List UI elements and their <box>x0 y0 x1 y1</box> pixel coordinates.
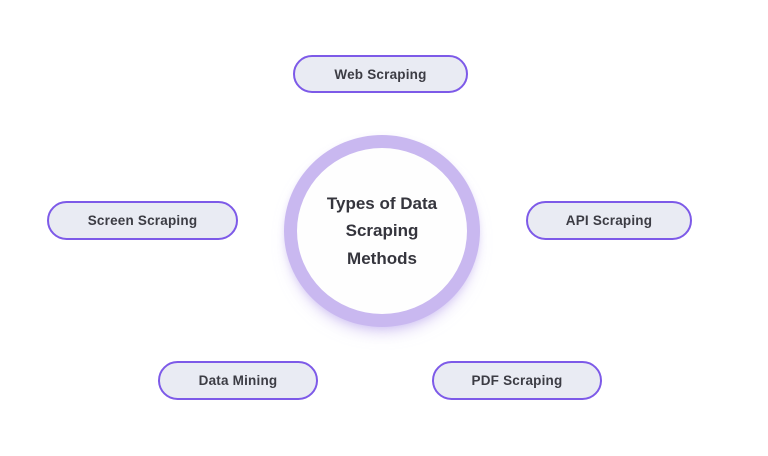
node-pdf-scraping-label: PDF Scraping <box>471 373 563 388</box>
diagram-title-line-1: Types of Data <box>326 194 438 214</box>
diagram-title-line-3: Methods <box>347 248 417 268</box>
node-data-mining: Data Mining <box>158 361 318 400</box>
center-circle: Types of Data Scraping Methods <box>284 135 480 327</box>
node-screen-scraping: Screen Scraping <box>47 201 238 240</box>
node-screen-scraping-label: Screen Scraping <box>87 213 198 228</box>
node-web-scraping-label: Web Scraping <box>334 66 427 82</box>
node-pdf-scraping: PDF Scraping <box>432 361 602 400</box>
node-api-scraping: API Scraping <box>526 201 692 240</box>
diagram-title: Types of Data Scraping Methods <box>327 190 437 272</box>
node-api-scraping-label: API Scraping <box>565 213 653 228</box>
node-web-scraping: Web Scraping <box>293 55 468 93</box>
node-data-mining-label: Data Mining <box>198 373 278 388</box>
diagram-title-line-2: Scraping <box>345 221 419 241</box>
